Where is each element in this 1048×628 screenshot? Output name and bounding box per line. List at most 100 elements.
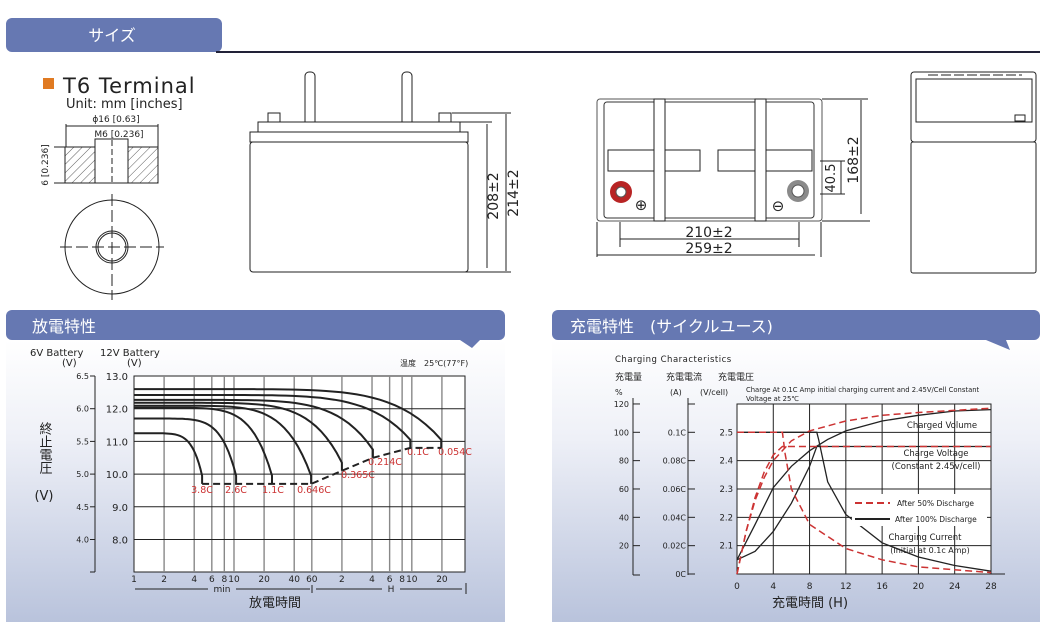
volume-tick-label: 60	[619, 485, 629, 494]
charged-volume-label: Charged Volume	[907, 421, 977, 431]
discharge-curve-1.1C	[134, 406, 273, 484]
current-tick-label: 0.1C	[668, 428, 687, 437]
width-dimension: 168±2	[846, 136, 862, 183]
temperature-note: 温度 25℃(77°F)	[400, 358, 468, 368]
end-voltage-line	[202, 446, 442, 485]
terminal-thread: M6 [0.236]	[94, 130, 143, 140]
x-tick-label: 10	[406, 575, 418, 585]
volume-tick-label: 20	[619, 542, 629, 551]
discharge-curve-0.365C	[134, 401, 343, 471]
charging-current-label: Charging Current	[888, 533, 962, 543]
charge-curve-current-100	[737, 431, 992, 572]
x-axis-label: 放電時間	[249, 596, 301, 611]
discharge-title: 放電特性	[32, 317, 96, 336]
discharge-chart: 6V Battery 12V Battery (V) (V) 温度 25℃(77…	[30, 348, 472, 611]
x-tick-label: 4	[369, 575, 375, 585]
y-axis-unit: (V)	[34, 489, 53, 504]
discharge-rate-label: 0.214C	[368, 457, 402, 468]
x-tick-label: 28	[985, 582, 997, 592]
current-axis-label: 充電電流	[666, 371, 702, 383]
y-tick-label-12v: 8.0	[112, 536, 128, 547]
discharge-curve-2.6C	[134, 417, 238, 484]
x-tick-label: 2	[161, 575, 167, 585]
charge-panel: 充電特性 (サイクルユース) Charging Characteristics …	[552, 310, 1040, 622]
discharge-curve-0.1C	[134, 394, 412, 448]
x-tick-label: 4	[191, 575, 197, 585]
discharge-rate-label: 0.646C	[297, 485, 331, 496]
charge-voltage-label: Charge Voltage	[903, 449, 968, 459]
height-outer-dimension: 214±2	[506, 169, 522, 216]
positive-symbol: ⊕	[635, 196, 648, 214]
x-tick-label: 20	[258, 575, 270, 585]
x-tick-label: 60	[306, 575, 318, 585]
y-tick-label-6v: 4.5	[76, 503, 89, 512]
discharge-curve-0.214C	[134, 398, 374, 458]
voltage-tick-label: 2.2	[719, 513, 733, 523]
discharge-curve-0.054C	[134, 388, 443, 448]
bullet-square-icon	[43, 78, 54, 89]
x-tick-label: 12	[840, 582, 851, 592]
y-tick-label-6v: 4.0	[76, 536, 89, 545]
strap	[653, 98, 666, 222]
y-tick-label-6v: 6.0	[76, 405, 89, 414]
battery-side-view	[910, 71, 1037, 274]
header-pill	[6, 18, 222, 52]
y-tick-label-12v: 13.0	[106, 372, 128, 383]
strap	[754, 98, 767, 222]
voltage-axis-unit: (V/cell)	[700, 388, 728, 397]
size-section-header: サイズ	[6, 18, 1040, 53]
x-tick-label: 4	[770, 582, 776, 592]
y-tick-label-12v: 9.0	[112, 503, 128, 514]
charge-curve-volume-50	[736, 407, 992, 575]
y-tick-label-12v: 12.0	[106, 405, 128, 416]
y-axis-label: 終止電圧	[37, 421, 53, 474]
x-axis-label: 充電時間 (H)	[772, 595, 848, 611]
length-outer-dimension: 259±2	[685, 241, 732, 257]
charge-chart: Charging Characteristics 充電量 充電電流 充電電圧 %…	[614, 355, 1005, 611]
volume-tick-label: 100	[614, 428, 629, 437]
x-tick-label: 6	[209, 575, 215, 585]
terminal-name: T6 Terminal	[62, 74, 196, 98]
y-tick-label-12v: 11.0	[106, 437, 128, 448]
range-hour-label: H	[388, 585, 395, 595]
legend-label: After 50% Discharge	[897, 499, 974, 508]
voltage-tick-label: 2.5	[719, 428, 733, 438]
x-tick-label: 40	[288, 575, 300, 585]
voltage-tick-label: 2.1	[719, 542, 733, 552]
volume-axis-label: 充電量	[615, 371, 642, 383]
volume-tick-label: 80	[619, 457, 629, 466]
charge-curve-volume-100	[736, 408, 992, 561]
discharge-rate-label: 3.8C	[191, 485, 213, 496]
axis-12v-label: 12V Battery	[100, 348, 160, 359]
y-tick-label-6v: 5.5	[76, 437, 89, 446]
size-title: サイズ	[88, 26, 136, 45]
discharge-rate-label: 0.054C	[438, 447, 472, 458]
terminal-drawing: T6 Terminal Unit: mm [inches] ϕ16 [0.63]…	[41, 74, 196, 300]
terminal-spacing-dimension: 40.5	[824, 164, 839, 193]
volume-axis-unit: %	[615, 388, 623, 397]
voltage-axis-label: 充電電圧	[718, 371, 754, 383]
x-tick-label: 24	[949, 582, 961, 592]
charge-voltage-sub-label: (Constant 2.45v/cell)	[892, 462, 981, 472]
range-min-label: min	[214, 585, 231, 595]
charge-curve-voltage-50	[736, 445, 991, 575]
x-tick-label: 8	[807, 582, 813, 592]
charging-current-sub-label: (Initial at 0.1c Amp)	[890, 546, 970, 555]
y-tick-label-6v: 5.0	[76, 470, 89, 479]
height-inner-dimension: 208±2	[486, 172, 502, 219]
charge-note-2: Voltage at 25℃	[746, 395, 799, 403]
length-inner-dimension: 210±2	[685, 225, 732, 241]
legend-label: After 100% Discharge	[895, 515, 977, 524]
current-axis-unit: (A)	[670, 388, 682, 397]
current-tick-label: 0.04C	[663, 513, 687, 522]
x-tick-label: 20	[913, 582, 925, 592]
axis-6v-label: 6V Battery	[30, 348, 83, 359]
x-tick-label: 2	[339, 575, 345, 585]
x-tick-label: 8	[399, 575, 405, 585]
charge-curve-current-50	[737, 431, 992, 574]
discharge-rate-label: 2.6C	[225, 485, 247, 496]
current-tick-label: 0.08C	[663, 457, 687, 466]
terminal-height: 6 [0.236]	[41, 144, 51, 185]
volume-tick-label: 40	[619, 513, 629, 522]
voltage-tick-label: 2.4	[719, 457, 733, 467]
